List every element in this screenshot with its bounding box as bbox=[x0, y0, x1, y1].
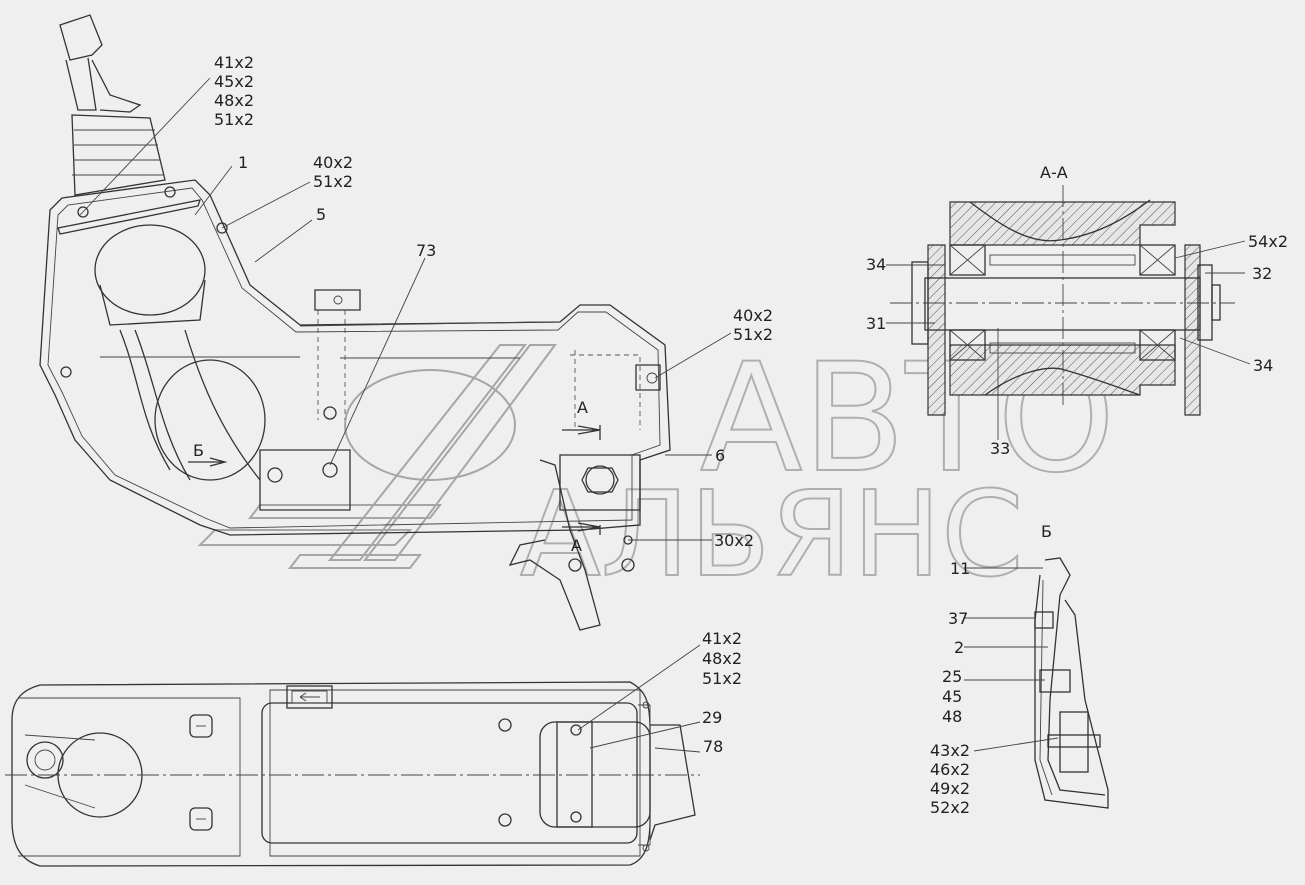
callout-40-51-right: 40x2 51x2 bbox=[733, 306, 778, 344]
callout-2: 2 bbox=[954, 638, 964, 657]
callouts-view-b: 11 37 2 25 45 48 43x2 46x2 49x2 52x2 bbox=[930, 559, 975, 817]
callouts-section: 54x2 34 32 31 34 33 bbox=[866, 232, 1288, 458]
watermark-logo bbox=[197, 344, 557, 569]
section-a-a: А-А bbox=[886, 163, 1251, 440]
callout-33: 33 bbox=[990, 439, 1010, 458]
callout-73: 73 bbox=[416, 241, 436, 260]
section-arrow-a-bottom bbox=[562, 522, 601, 532]
callout-6: 6 bbox=[715, 446, 725, 465]
callouts-main: 41x2 45x2 48x2 51x2 1 40x2 51x2 5 73 40x… bbox=[214, 53, 778, 550]
callout-41-45-48-51: 41x2 45x2 48x2 51x2 bbox=[214, 53, 259, 129]
callout-5: 5 bbox=[316, 205, 326, 224]
callout-11: 11 bbox=[950, 559, 970, 578]
view-b: Б bbox=[964, 522, 1109, 809]
main-side-view: А А Б bbox=[39, 14, 671, 631]
housing-outline bbox=[39, 179, 671, 536]
view-label-b: Б bbox=[193, 441, 204, 460]
callout-40-51-top: 40x2 51x2 bbox=[313, 153, 358, 191]
callout-43-46-49-52: 43x2 46x2 49x2 52x2 bbox=[930, 741, 975, 817]
callout-29: 29 bbox=[702, 708, 722, 727]
section-arrow-a-top bbox=[562, 425, 601, 435]
section-label-a-top: А bbox=[577, 398, 588, 417]
section-title: А-А bbox=[1040, 163, 1068, 182]
callout-25-45-48: 25 45 48 bbox=[942, 667, 967, 726]
callout-31: 31 bbox=[866, 314, 886, 333]
plan-view bbox=[5, 644, 701, 867]
callouts-plan: 41x2 48x2 51x2 29 78 bbox=[702, 629, 747, 756]
callout-34-left: 34 bbox=[866, 255, 886, 274]
view-b-title: Б bbox=[1041, 522, 1052, 541]
callout-34-right: 34 bbox=[1253, 356, 1273, 375]
joystick-handle bbox=[59, 14, 166, 196]
leaders-main bbox=[79, 77, 732, 541]
callout-54: 54x2 bbox=[1248, 232, 1288, 251]
callout-37: 37 bbox=[948, 609, 968, 628]
callout-41-48-51: 41x2 48x2 51x2 bbox=[702, 629, 747, 688]
callout-30: 30x2 bbox=[714, 531, 754, 550]
watermark-line2: АЛЬЯНС bbox=[520, 465, 1024, 603]
hinge-assembly bbox=[508, 364, 661, 631]
callout-1: 1 bbox=[238, 153, 248, 172]
view-arrow-b bbox=[188, 457, 228, 467]
section-label-a-bottom: А bbox=[571, 536, 582, 555]
callout-78: 78 bbox=[703, 737, 723, 756]
callout-32: 32 bbox=[1252, 264, 1272, 283]
